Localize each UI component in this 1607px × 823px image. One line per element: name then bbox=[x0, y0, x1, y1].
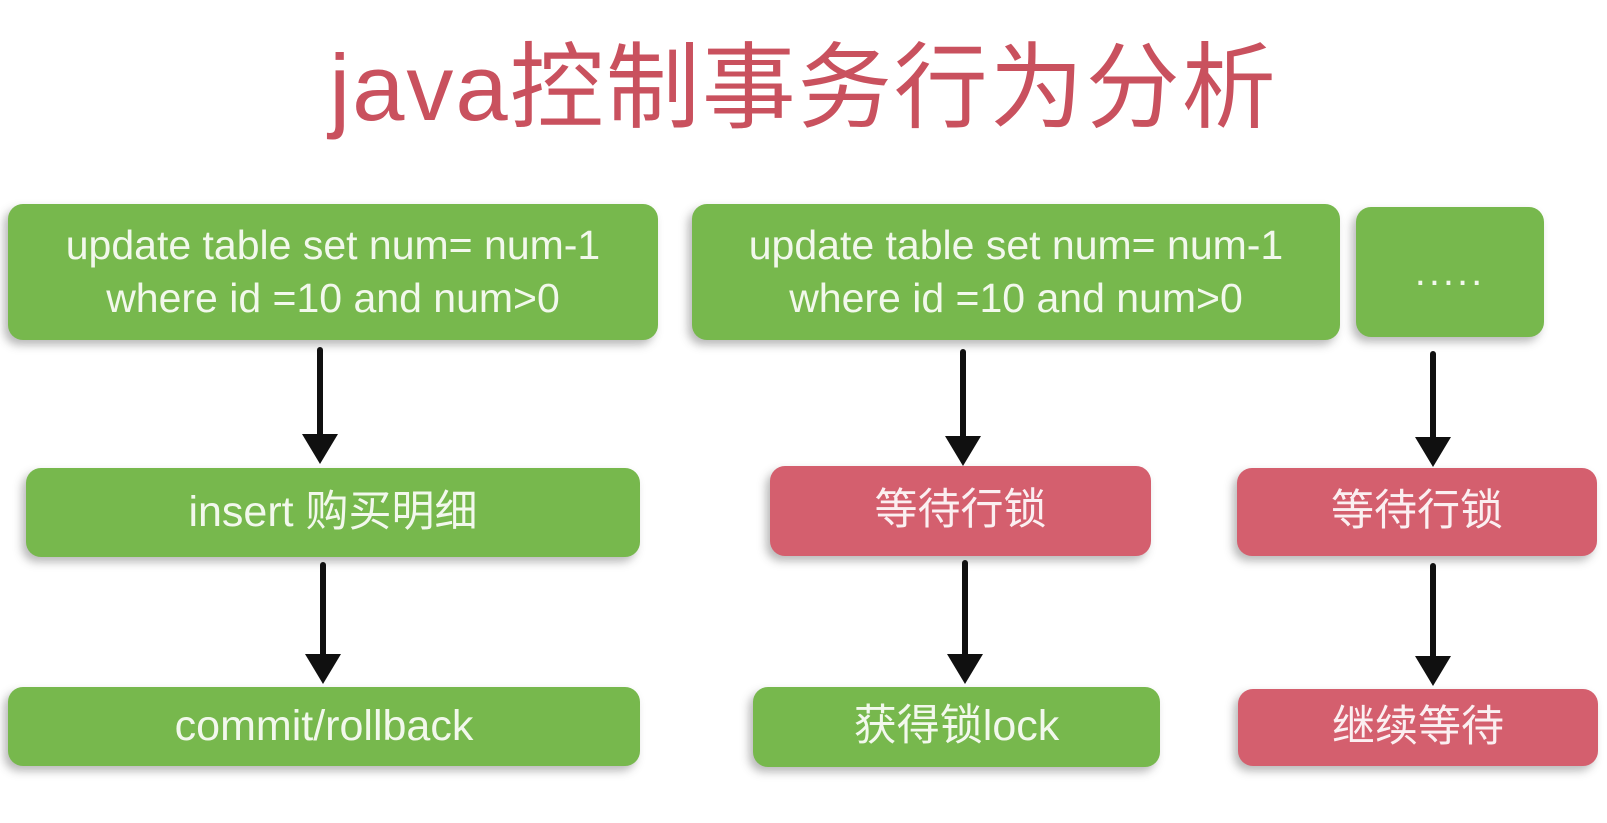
box-insert-detail-label: insert 购买明细 bbox=[188, 487, 478, 536]
box-commit-rollback-label: commit/rollback bbox=[174, 701, 474, 750]
down-arrow-icon bbox=[1415, 351, 1451, 467]
box-wait-row-lock-2-label: 等待行锁 bbox=[1331, 487, 1503, 536]
down-arrow-icon bbox=[302, 347, 338, 464]
down-arrow-icon bbox=[1415, 563, 1451, 686]
box-acquire-lock: 获得锁lock bbox=[753, 687, 1160, 767]
down-arrow-icon bbox=[945, 349, 981, 466]
down-arrow-icon bbox=[305, 562, 341, 684]
box-update-sql-2-label: update table set num= num-1 where id =10… bbox=[748, 221, 1284, 321]
box-keep-waiting-label: 继续等待 bbox=[1332, 702, 1504, 751]
box-update-sql-1: update table set num= num-1 where id =10… bbox=[8, 204, 658, 340]
box-keep-waiting: 继续等待 bbox=[1238, 689, 1598, 766]
box-commit-rollback: commit/rollback bbox=[8, 687, 640, 766]
box-update-sql-2: update table set num= num-1 where id =10… bbox=[692, 204, 1340, 340]
box-ellipsis: ..... bbox=[1356, 207, 1544, 337]
box-update-sql-1-label: update table set num= num-1 where id =10… bbox=[65, 221, 601, 321]
box-insert-detail: insert 购买明细 bbox=[26, 468, 640, 557]
down-arrow-icon bbox=[947, 560, 983, 684]
box-acquire-lock-label: 获得锁lock bbox=[853, 702, 1060, 751]
box-wait-row-lock-2: 等待行锁 bbox=[1237, 468, 1597, 556]
box-ellipsis-label: ..... bbox=[1414, 250, 1486, 294]
box-wait-row-lock-1: 等待行锁 bbox=[770, 466, 1151, 556]
box-wait-row-lock-1-label: 等待行锁 bbox=[874, 486, 1047, 535]
page-title: java控制事务行为分析 bbox=[329, 35, 1278, 140]
